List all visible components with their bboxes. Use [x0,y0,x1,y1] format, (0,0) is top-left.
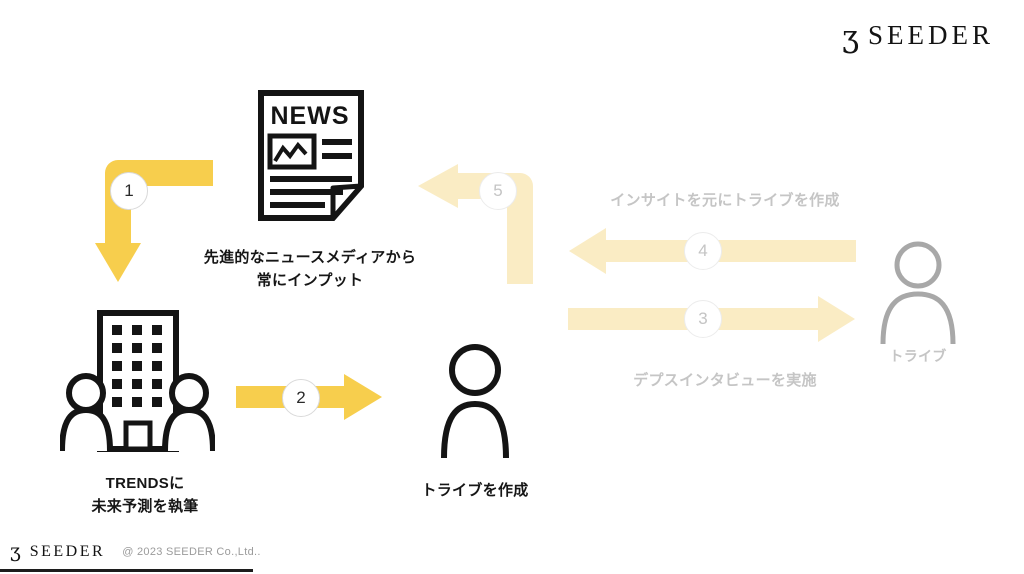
step-2-badge: 2 [282,379,320,417]
news-caption: 先進的なニュースメディアから 常にインプット [195,246,425,293]
office-people-icon [60,310,215,452]
seeder-wordmark: SEEDER [867,20,994,50]
step-1-number: 1 [124,181,134,200]
step-5-number: 5 [493,181,503,200]
arrow-step4 [569,228,856,274]
step-5-badge: 5 [479,172,517,210]
trends-caption-line1: TRENDSに [105,475,185,492]
interview-caption: デプスインタビューを実施 [633,372,817,389]
news-headline: NEWS [271,102,350,130]
arrow-step1 [95,160,213,282]
trends-caption-line2: 未来予測を執筆 [91,498,199,516]
footer-divider [0,569,253,572]
tribe-person-icon [880,241,956,345]
step-3-badge: 3 [684,300,722,338]
trends-caption: TRENDSに 未来予測を執筆 [50,472,240,519]
tribe-create-caption: トライブを作成 [421,482,529,499]
header-logo: ʒ SEEDER [842,20,994,55]
news-caption-line1: 先進的なニュースメディアから [203,249,417,266]
step-3-number: 3 [698,309,708,328]
building-windows [112,325,162,407]
seeder-footer-logo-icon: ʒ [10,540,21,563]
step-4-number: 4 [698,241,708,260]
news-caption-line2: 常にインプット [256,272,364,290]
newspaper-icon: NEWS [258,90,364,221]
seeder-logo-icon: ʒ [842,20,859,55]
step-4-badge: 4 [684,232,722,270]
tribe-label: トライブ [889,348,947,364]
building-door [123,420,153,452]
footer-logo: ʒ SEEDER @ 2023 SEEDER Co.,Ltd.. [10,540,261,563]
insight-caption: インサイトを元にトライブを作成 [610,192,840,209]
copyright-text: @ 2023 SEEDER Co.,Ltd.. [122,546,261,558]
seeder-footer-wordmark: SEEDER [29,543,106,560]
step-2-number: 2 [296,388,306,407]
step-1-badge: 1 [110,172,148,210]
person-icon [441,344,509,459]
arrow-step5 [418,164,533,284]
